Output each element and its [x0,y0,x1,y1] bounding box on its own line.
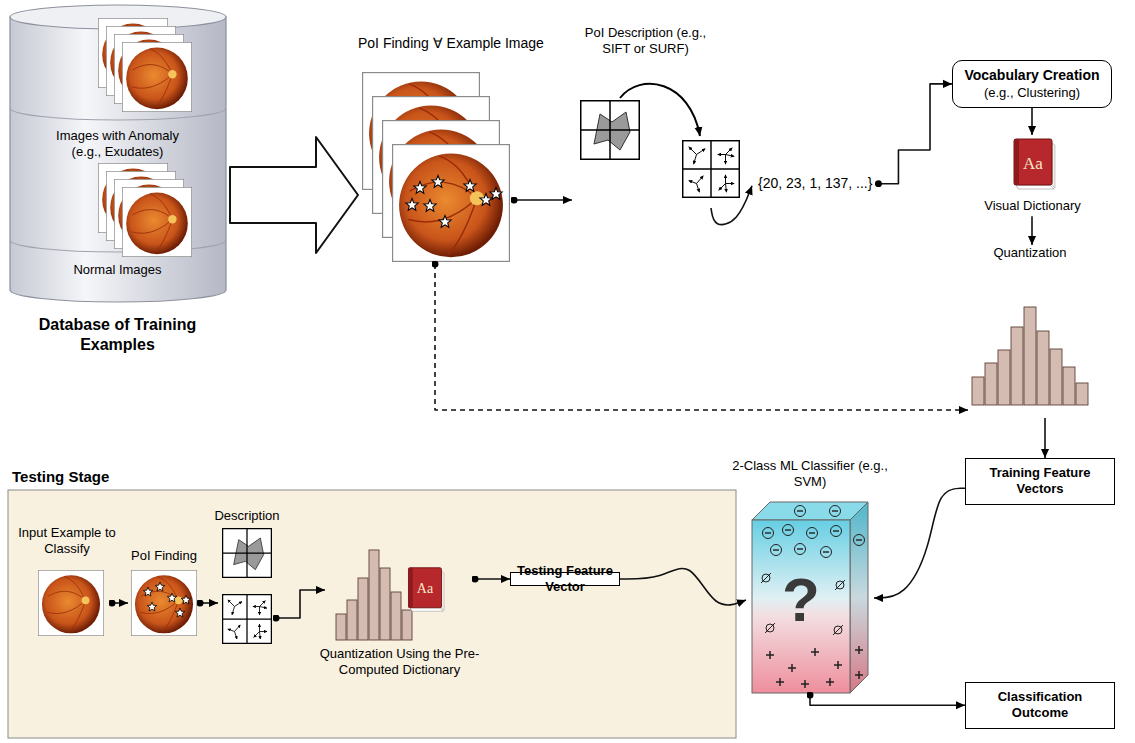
fundus-stack [98,163,191,256]
feature-numbers: {20, 23, 1, 137, ...} [752,175,878,193]
descriptor-grids [580,84,740,198]
histogram [972,307,1088,405]
histogram: Quantization [968,245,1092,418]
node-text: Quantization Using the Pre-Computed Dict… [317,646,482,679]
node-text: Quantization [968,245,1092,261]
fundus-image [38,570,103,635]
database-cylinder [10,5,226,302]
book-letters: Aa [417,582,433,596]
process-box: Vocabulary Creation(e.g., Clustering) [952,60,1112,108]
connector-arrow [1031,216,1033,245]
connector-arrow [112,602,128,604]
node-text: {20, 23, 1, 137, ...} [758,175,872,193]
connector-arrow [514,199,572,201]
fundus-image: PoI Finding [128,548,200,638]
gradient-grid [682,140,740,198]
node-text: Classification Outcome [971,689,1109,722]
process-box: Classification Outcome [965,682,1115,729]
connector-arrow [810,695,965,705]
connector-arrow [711,186,752,225]
fundus-image: Input Example to Classify [22,525,112,640]
book-icon [1014,139,1055,189]
book-icon [408,568,444,611]
node-text: (e.g., Clustering) [984,85,1080,101]
descriptor-grids: Description [218,508,276,648]
node-text: Testing Stage [12,468,312,487]
node-text: Visual Dictionary [975,198,1090,214]
histogram: Quantization Using the Pre-Computed Dict… [325,540,475,690]
descriptor-grids: PoI Description (e.g., SIFT or SURF) [572,25,745,208]
region-grid [222,528,272,578]
connector-arrow [1031,108,1033,135]
fundus-image [393,145,510,262]
testing-panel: Testing StageInput Example to ClassifyPo… [8,468,736,738]
stage-panel [8,490,736,738]
node-text: Database of Training Examples [35,315,200,355]
gradient-grid [222,594,272,644]
image-stack: PoI Finding ∀ Example Image [358,35,514,264]
region-grid [580,100,640,160]
book-letters: Aa [1023,155,1043,172]
connector-arrow [874,488,965,598]
classifier-cube [752,502,868,693]
poi-stars [406,176,502,228]
node-text: Images with Anomaly (e.g., Exudates) [50,128,185,161]
connector-arrow [276,590,325,618]
node-text: Training Feature Vectors [971,465,1109,498]
fundus-image [122,187,191,256]
node-text: PoI Finding ∀ Example Image [358,35,588,53]
fundus-image [131,570,196,635]
node-text: Testing Feature Vector [511,563,619,596]
process-box: Testing Feature Vector [510,572,620,586]
node-text: Description [203,508,291,524]
connector-arrow [878,84,952,184]
question-mark: ? [782,569,820,631]
connector-arrow [200,602,218,604]
connector-arrow [435,264,968,410]
connector-arrow [1044,418,1046,458]
node-text: Input Example to Classify [12,525,122,558]
fundus-stack [363,73,510,262]
histogram [336,550,412,640]
node-text: Normal Images [5,262,230,278]
node-text: 2-Class ML Classifier (e.g., SVM) [731,458,889,491]
process-box: Training Feature Vectors [965,458,1115,505]
poi-stars [143,582,191,617]
fundus-stack [98,18,191,111]
database-cylinder: Images with Anomaly (e.g., Exudates) Norm… [5,5,230,357]
curved-arrow [620,84,700,136]
connector-arrow [620,568,746,604]
block-arrow [230,137,358,253]
fundus-image [122,42,191,111]
node-text: PoI Finding [118,548,210,564]
node-text: Vocabulary Creation [964,67,1099,85]
connector-arrow [475,578,510,580]
node-text: PoI Description (e.g., SIFT or SURF) [578,25,713,58]
dictionary-icon: Visual Dictionary [975,135,1090,216]
